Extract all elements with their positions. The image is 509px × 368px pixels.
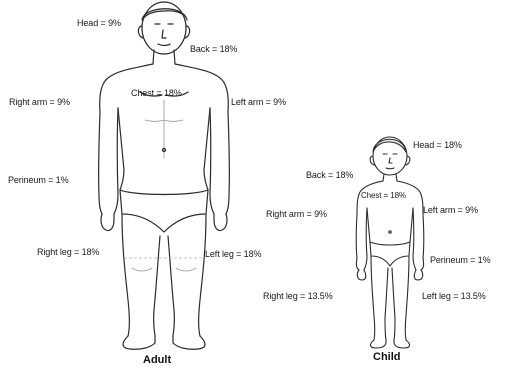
child-caption: Child (373, 351, 401, 363)
adult-right-leg-label: Right leg = 18% (37, 247, 99, 257)
adult-perineum-label: Perineum = 1% (8, 175, 68, 185)
child-briefs (370, 242, 410, 266)
child-chest-label: Chest = 18% (361, 191, 406, 201)
child-right-leg-label: Right leg = 13.5% (263, 291, 333, 301)
adult-caption: Adult (143, 354, 171, 366)
adult-left-leg-label: Left leg = 18% (205, 249, 261, 259)
child-left-arm-label: Left arm = 9% (423, 205, 478, 215)
adult-right-arm-label: Right arm = 9% (9, 97, 70, 107)
child-right-arm-label: Right arm = 9% (266, 209, 327, 219)
adult-head-label: Head = 9% (77, 18, 121, 28)
child-head-label: Head = 18% (413, 140, 462, 150)
adult-left-arm-label: Left arm = 9% (231, 97, 286, 107)
child-figure (356, 137, 424, 348)
adult-briefs (120, 190, 208, 232)
adult-chest-label: Chest = 18% (131, 88, 182, 98)
child-perineum-label: Perineum = 1% (430, 255, 490, 265)
adult-figure (99, 2, 230, 349)
child-left-leg-label: Left leg = 13.5% (422, 291, 486, 301)
child-back-label: Back = 18% (306, 170, 353, 180)
adult-back-label: Back = 18% (190, 44, 237, 54)
